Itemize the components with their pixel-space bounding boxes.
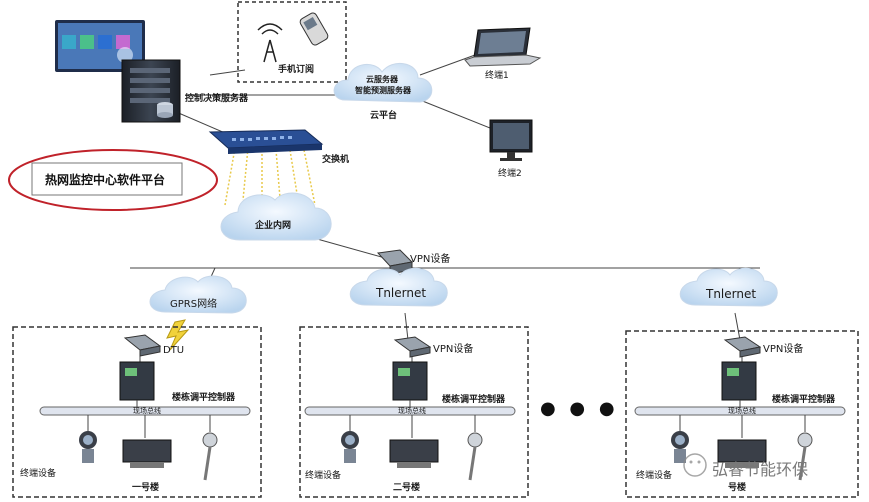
platform-label-box <box>31 162 183 196</box>
building-1-box <box>12 326 262 498</box>
building-2-label: 二号楼 <box>393 483 421 493</box>
building-2-box <box>299 326 529 498</box>
mobile-subscribe-label: 手机订阅 <box>278 65 315 75</box>
controller-1-label: 楼栋调平控制器 <box>172 393 236 403</box>
internet-2-label: Tnlernet <box>706 287 757 301</box>
desktop-monitor-icon <box>489 119 533 161</box>
terminal1-label: 终端1 <box>485 71 509 81</box>
terminal-device-2-label: 终端设备 <box>305 471 342 481</box>
switch-intranet-links <box>224 147 316 206</box>
transmitter-1-icon <box>79 431 97 463</box>
internet-cloud-1-icon <box>349 267 448 307</box>
cloud-to-terminal1-line <box>419 54 476 76</box>
terminal-device-3-label: 终端设备 <box>636 471 673 481</box>
internet-cloud-2-icon <box>679 267 778 307</box>
controller-1-icon <box>119 361 155 401</box>
gprs-label: GPRS网络 <box>170 299 218 310</box>
switch-icon <box>208 129 324 154</box>
cloud-platform-label: 云平台 <box>370 111 398 121</box>
mobile-phone-icon <box>299 12 329 46</box>
laptop-icon <box>464 27 542 67</box>
terminal2-label: 终端2 <box>498 169 522 179</box>
building-1-label: 一号楼 <box>132 483 160 493</box>
valve-actuator-2-icon <box>389 439 439 468</box>
field-bus-1 <box>39 400 251 438</box>
server-tower-icon <box>121 59 181 123</box>
lightning-icon <box>166 319 190 351</box>
valve-actuator-3-icon <box>717 439 767 468</box>
watermark-text: 弘睿节能环保 <box>712 460 809 479</box>
intranet-label: 企业内网 <box>255 221 292 231</box>
vpn-device-3-icon <box>723 336 762 358</box>
platform-title-label: 热网监控中心软件平台 <box>45 173 166 187</box>
wechat-logo-icon <box>683 453 707 477</box>
cloud-server-label: 云服务器 <box>366 75 398 84</box>
cloud-to-terminal2-line <box>419 99 496 131</box>
transmitter-2-icon <box>341 431 359 463</box>
vpn-device-2-icon <box>393 336 432 358</box>
controller-2-icon <box>392 361 428 401</box>
dtu-label: DTU <box>163 345 185 356</box>
gprs-cloud-icon <box>149 275 247 314</box>
prediction-server-label: 智能预测服务器 <box>355 86 411 95</box>
field-bus-2-label: 现场总线 <box>398 407 426 415</box>
intranet-cloud-icon <box>220 192 332 241</box>
switch-label: 交换机 <box>322 155 350 165</box>
mobile-link-line <box>209 69 246 76</box>
field-bus-3 <box>634 400 846 438</box>
field-bus-3-label: 现场总线 <box>728 407 756 415</box>
controller-3-label: 楼栋调平控制器 <box>772 395 836 405</box>
control-server-label: 控制决策服务器 <box>185 94 249 104</box>
valve-actuator-1-icon <box>122 439 172 468</box>
building-3-label: 号楼 <box>728 483 747 493</box>
temp-sensor-3-icon <box>797 432 813 481</box>
internet-1-label: Tnlernet <box>376 286 427 300</box>
temp-sensor-1-icon <box>202 432 218 481</box>
transmitter-3-icon <box>671 431 689 463</box>
controller-3-icon <box>721 361 757 401</box>
mobile-box <box>237 1 347 83</box>
field-bus-2 <box>304 400 516 438</box>
dtu-device-icon <box>123 334 162 357</box>
vpn-2-label: VPN设备 <box>433 344 474 355</box>
vpn-3-label: VPN设备 <box>763 344 804 355</box>
cloud-platform-icon <box>333 63 433 103</box>
ellipsis-dots: ● ● ● <box>540 398 619 419</box>
vpn-top-label: VPN设备 <box>410 254 451 265</box>
building-3-box <box>625 330 859 498</box>
controller-2-label: 楼栋调平控制器 <box>442 395 506 405</box>
antenna-icon <box>257 23 283 63</box>
field-bus-1-label: 现场总线 <box>133 407 161 415</box>
temp-sensor-2-icon <box>467 432 483 481</box>
terminal-device-1-label: 终端设备 <box>20 469 57 479</box>
